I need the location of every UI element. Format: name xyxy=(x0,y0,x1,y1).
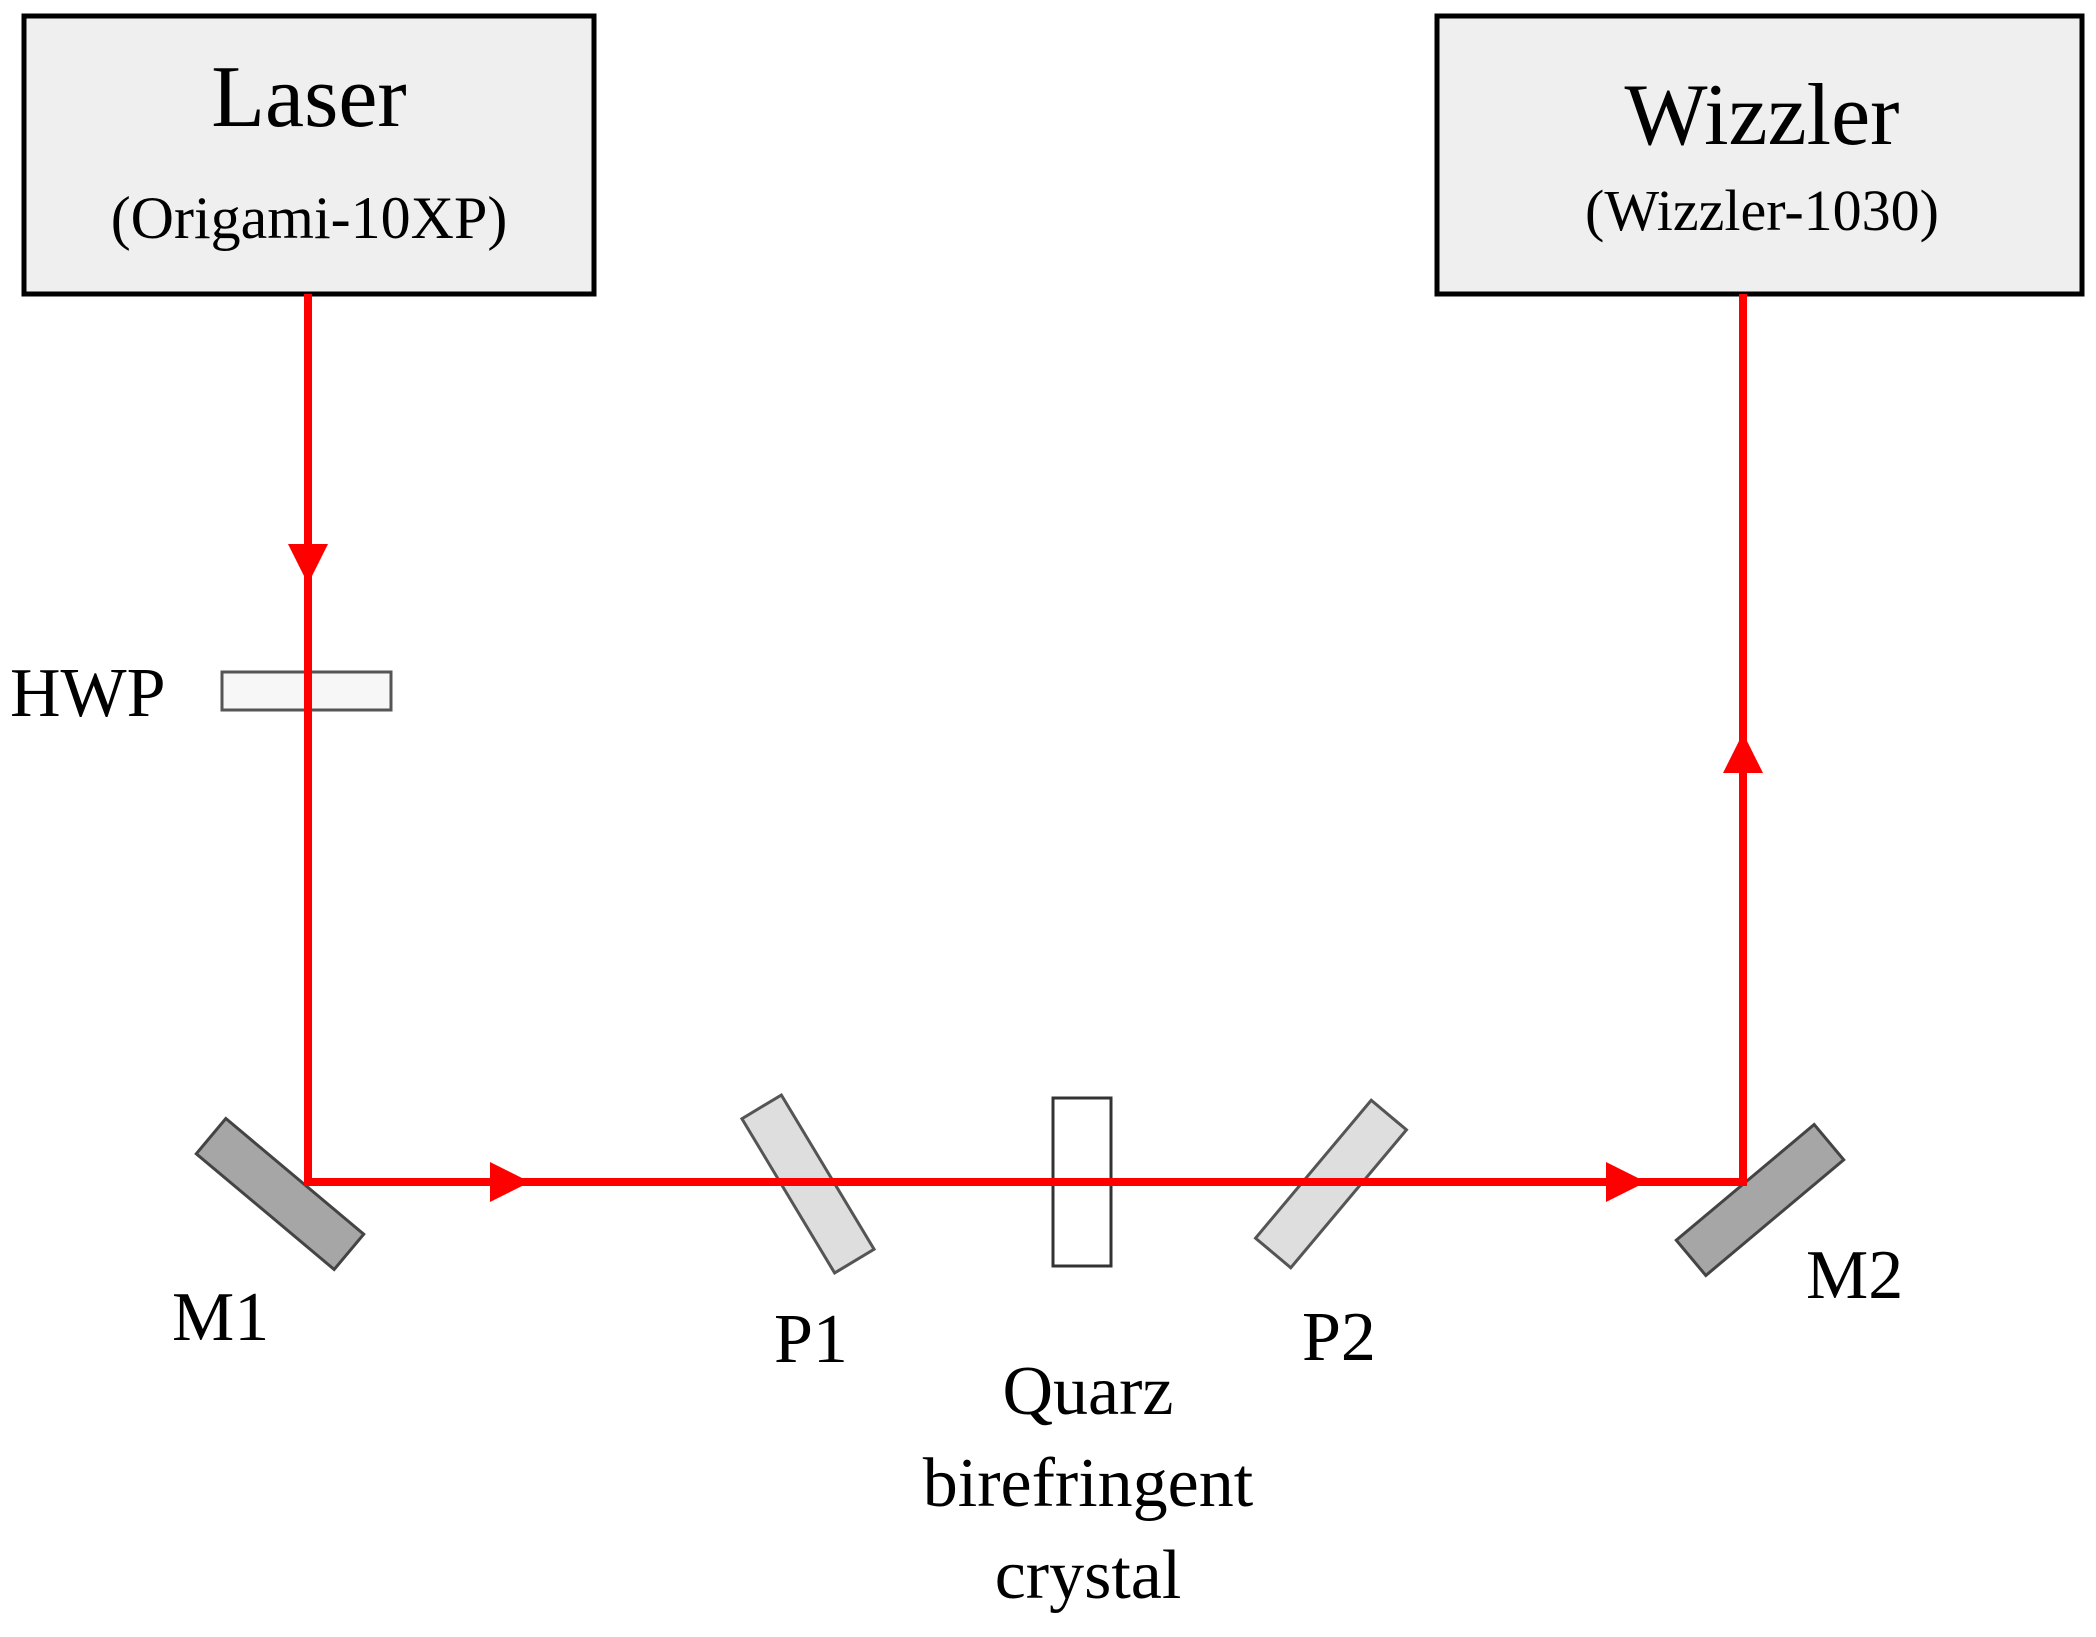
laser-box: Laser (Origami-10XP) xyxy=(21,13,597,297)
crystal-label-line-2: birefringent xyxy=(923,1445,1254,1522)
beam-arrow-up xyxy=(1723,733,1763,773)
hwp-label: HWP xyxy=(10,655,166,732)
wizzler-box: Wizzler (Wizzler-1030) xyxy=(1434,13,2085,297)
wizzler-title: Wizzler xyxy=(1625,67,1900,164)
laser-title: Laser xyxy=(211,49,406,146)
laser-beam xyxy=(288,294,1763,1202)
p2-label: P2 xyxy=(1302,1299,1376,1376)
p1-label: P1 xyxy=(774,1301,848,1378)
m1-label: M1 xyxy=(172,1279,269,1356)
beam-arrow-down xyxy=(288,544,328,584)
mirror-m1 xyxy=(194,1116,366,1272)
crystal-label-line-3: crystal xyxy=(995,1537,1182,1614)
laser-model: (Origami-10XP) xyxy=(111,185,508,251)
beam-arrow-right-2 xyxy=(1606,1162,1646,1202)
wizzler-model: (Wizzler-1030) xyxy=(1585,178,1939,243)
beam-arrow-right-1 xyxy=(490,1162,530,1202)
m2-label: M2 xyxy=(1806,1237,1903,1314)
crystal-label-line-1: Quarz xyxy=(1002,1353,1173,1430)
crystal-label: Quarz birefringent crystal xyxy=(923,1353,1254,1614)
